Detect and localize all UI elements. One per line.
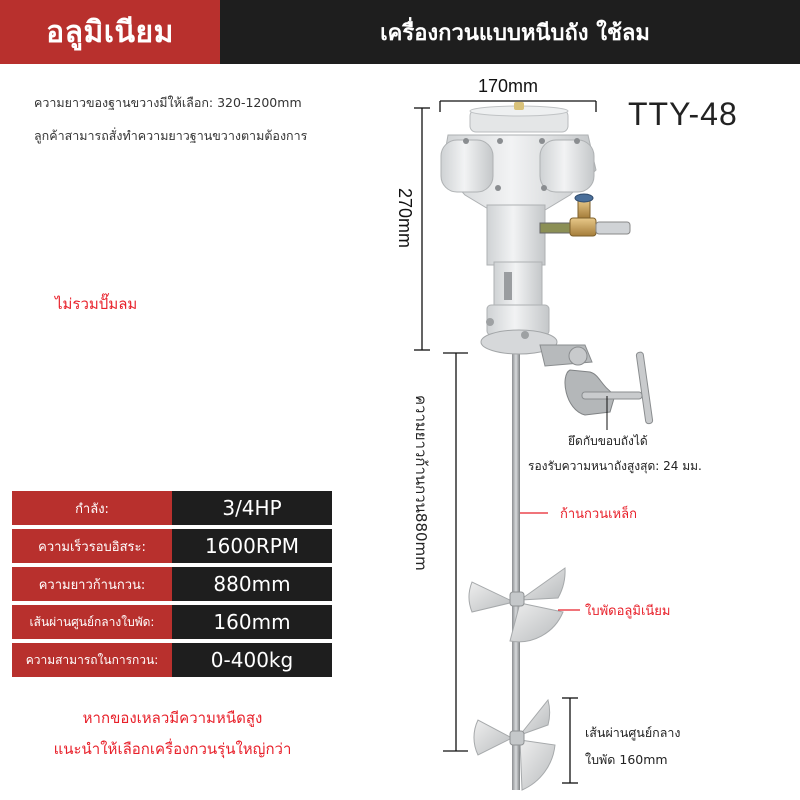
height-dimension-line [414,107,430,351]
spec-label: ความเร็วรอบอิสระ: [12,529,172,563]
base-length-note: ความยาวของฐานขวางมีให้เลือก: 320-1200mm [34,95,302,110]
spec-row-shaft-length: ความยาวก้านกวน: 880mm [12,567,332,601]
spec-value: 3/4HP [172,491,332,525]
width-dimension-line [439,100,597,112]
shaft-length-label: ความยาวก้านกวน880mm [412,395,430,571]
spec-label: กำลัง: [12,491,172,525]
model-number: TTY-48 [628,96,738,132]
clamp-callout-title: ยึดกับขอบถังได้ [568,434,648,448]
custom-order-note: ลูกค้าสามารถสั่งทำความยาวฐานขวางตามต้องก… [34,128,308,143]
upper-impeller [468,567,566,643]
pump-not-included-notice: ไม่รวมปั๊มลม [55,295,138,313]
lower-impeller [473,698,556,791]
spec-row-power: กำลัง: 3/4HP [12,491,332,525]
spec-row-impeller-diameter: เส้นผ่านศูนย์กลางใบพัด: 160mm [12,605,332,639]
spec-row-speed: ความเร็วรอบอิสระ: 1600RPM [12,529,332,563]
spec-label: เส้นผ่านศูนย์กลางใบพัด: [12,605,172,639]
height-dimension-label: 270mm [395,188,415,249]
viscosity-warning-line1: หากของเหลวมีความหนืดสูง [82,709,263,727]
header-banner: อลูมิเนียม เครื่องกวนแบบหนีบถัง ใช้ลม [0,0,800,64]
material-title: อลูมิเนียม [0,0,220,64]
spec-table: กำลัง: 3/4HP ความเร็วรอบอิสระ: 1600RPM ค… [12,491,332,681]
shaft-callout: ก้านกวนเหล็ก [560,507,637,522]
viscosity-warning-line2: แนะนำให้เลือกเครื่องกวนรุ่นใหญ่กว่า [53,740,292,758]
spec-row-capacity: ความสามารถในการกวน: 0-400kg [12,643,332,677]
diameter-callout-line2: ใบพัด 160mm [585,752,668,767]
diameter-callout-line1: เส้นผ่านศูนย์กลาง [585,725,681,740]
spec-value: 880mm [172,567,332,601]
spec-value: 1600RPM [172,529,332,563]
spec-value: 160mm [172,605,332,639]
width-dimension-label: 170mm [478,76,539,96]
impeller-callout: ใบพัดอลูมิเนียม [585,604,671,619]
spec-value: 0-400kg [172,643,332,677]
clamp-callout-detail: รองรับความหนาถังสูงสุด: 24 มม. [528,459,702,473]
product-title: เครื่องกวนแบบหนีบถัง ใช้ลม [220,0,800,64]
spec-label: ความยาวก้านกวน: [12,567,172,601]
shaft-dimension-line [443,352,468,752]
impeller-diameter-dimension [562,697,578,784]
mixing-shaft [512,345,520,790]
spec-label: ความสามารถในการกวน: [12,643,172,677]
tank-clamp [539,344,654,425]
